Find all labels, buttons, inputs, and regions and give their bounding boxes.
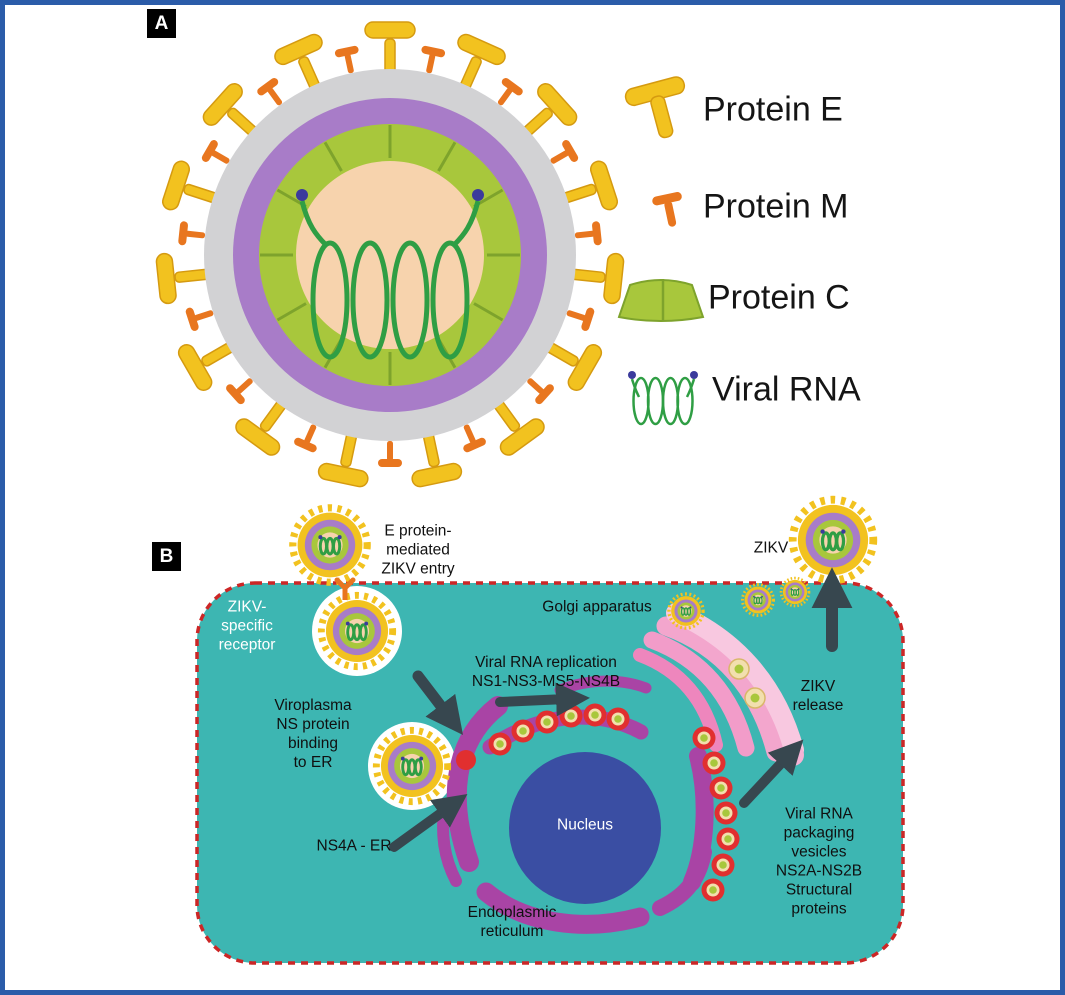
label-golgi: Golgi apparatus [542,598,652,616]
entry-arrow [412,670,464,735]
virion-extracellular-entry [293,508,367,582]
viral-rna-coil [296,189,484,360]
envelope-scallop [250,115,530,395]
label-release: ZIKV release [792,678,844,714]
label-receptor: ZIKV- specific receptor [218,598,276,654]
legend-label-protein-e: Protein E [703,90,843,129]
legend-icon-viral-rna [628,371,698,426]
virion-exiting [779,576,811,608]
label-zikv: ZIKV [753,539,789,557]
packaging-arrow [739,739,804,808]
legend-icon-protein-c [617,279,705,322]
ns4a-arrow [389,793,468,852]
core-region [296,161,484,349]
rna-cap-right [472,189,484,201]
ns4a-er-site [456,750,476,770]
legend-label-viral-rna: Viral RNA [712,370,861,409]
label-replication: Viral RNA replication NS1-NS3-MS5-NS4B [471,654,621,690]
legend-icon-protein-e [624,76,686,139]
label-entry: E protein- mediated ZIKV entry [381,522,455,578]
virus-structure-diagram [154,21,626,489]
label-nucleus: Nucleus [557,816,613,834]
zikv-receptor [334,577,356,600]
legend-label-protein-m: Protein M [703,187,849,226]
virion-golgi-1 [667,592,705,630]
label-packaging: Viral RNA packaging vesicles NS2A-NS2B S… [775,805,863,917]
replication-arrow [495,682,590,717]
legend-icon-protein-m [652,192,682,227]
virion-released [793,500,874,581]
legend-label-protein-c: Protein C [708,278,850,317]
virion-uncoating [376,730,447,801]
panel-b-badge: B [152,542,181,571]
virion-endocytosed [321,595,392,666]
rna-cap-left [296,189,308,201]
label-ns4a-er: NS4A - ER [316,837,392,855]
label-viroplasma: Viroplasma NS protein binding to ER [274,697,352,771]
nucleus [509,752,661,904]
panel-a-badge: A [147,9,176,38]
label-endoplasmic-reticulum: Endoplasmic reticulum [467,904,557,940]
virion-golgi-2 [741,583,775,617]
